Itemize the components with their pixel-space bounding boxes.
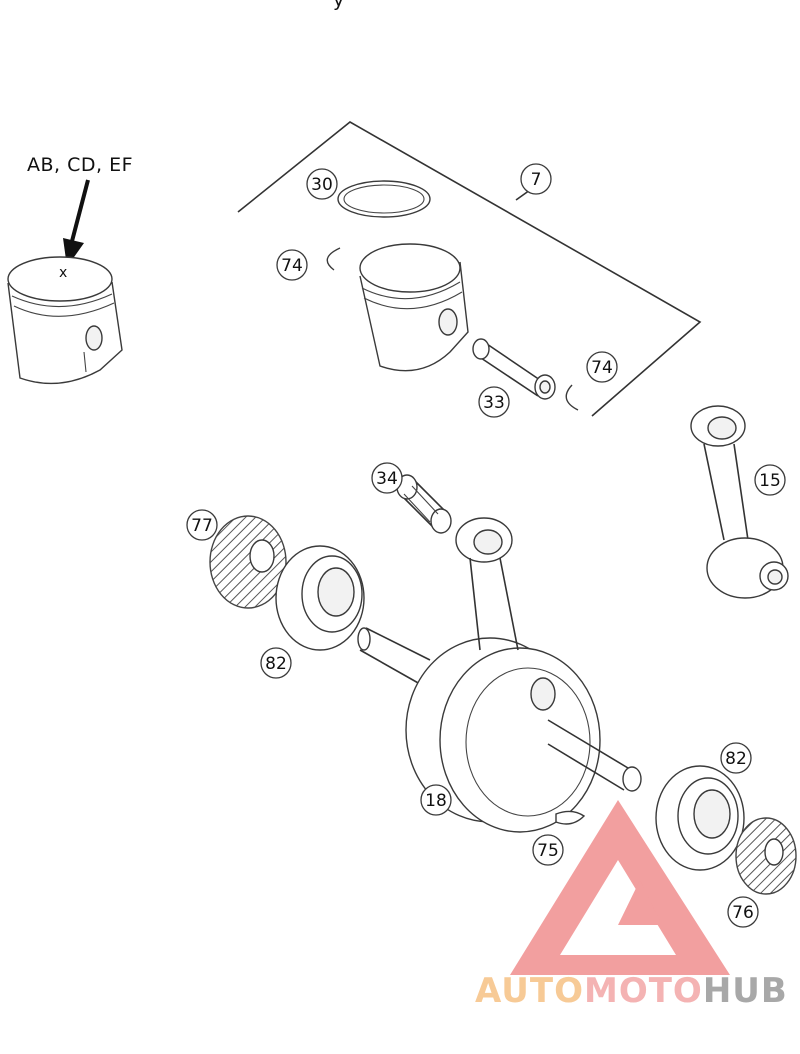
watermark-logo: AUTOMOTOHUB: [475, 800, 788, 1011]
svg-text:76: 76: [732, 903, 754, 923]
piston-pin: [472, 338, 556, 400]
ball-bearing-right: [655, 765, 745, 871]
ball-bearing-left: [275, 545, 365, 651]
shaft-seal-right: [735, 817, 797, 895]
needle-bearing: [396, 474, 452, 534]
svg-text:74: 74: [281, 256, 303, 276]
svg-text:34: 34: [376, 469, 398, 489]
callout-82-right: 82: [720, 742, 752, 774]
callout-74-left: 74: [276, 249, 308, 281]
crankshaft: [357, 517, 642, 833]
connecting-rod: [690, 405, 789, 599]
callout-33: 33: [478, 386, 510, 418]
svg-text:30: 30: [311, 175, 333, 195]
callout-76: 76: [727, 896, 759, 928]
piston: [359, 243, 469, 372]
callout-18: 18: [420, 784, 452, 816]
callout-15: 15: [754, 464, 786, 496]
watermark-hub: HUB: [703, 971, 788, 1011]
callout-34: 34: [371, 462, 403, 494]
svg-text:77: 77: [191, 516, 213, 536]
svg-text:75: 75: [537, 841, 559, 861]
watermark-auto: AUTO: [475, 971, 584, 1011]
shaft-seal-left: [209, 515, 287, 609]
watermark-triangle-icon: [510, 800, 730, 975]
callout-75: 75: [532, 834, 564, 866]
svg-text:15: 15: [759, 471, 781, 491]
callout-30: 30: [306, 168, 338, 200]
oversize-piston: [7, 256, 123, 385]
piston-mark: x: [59, 265, 67, 281]
callout-77: 77: [186, 509, 218, 541]
svg-text:74: 74: [591, 358, 613, 378]
svg-text:33: 33: [483, 393, 505, 413]
svg-text:82: 82: [725, 749, 747, 769]
size-arrow: [63, 179, 90, 267]
woodruff-key: [555, 810, 586, 825]
callout-7: 7: [520, 163, 552, 195]
svg-text:7: 7: [531, 170, 542, 190]
circlip-right: [565, 384, 579, 411]
watermark-moto: MOTO: [584, 971, 703, 1011]
svg-text:AUTOMOTOHUB: AUTOMOTOHUB: [475, 971, 788, 1011]
svg-text:18: 18: [425, 791, 447, 811]
piston-ring: [337, 180, 431, 218]
top-cutoff-text: y: [333, 0, 345, 11]
callout-82-left: 82: [260, 647, 292, 679]
callout-74-right: 74: [586, 351, 618, 383]
kit-bracket: [237, 121, 702, 417]
circlip-left: [326, 247, 341, 271]
size-note: AB, CD, EF: [27, 154, 133, 176]
svg-text:82: 82: [265, 654, 287, 674]
